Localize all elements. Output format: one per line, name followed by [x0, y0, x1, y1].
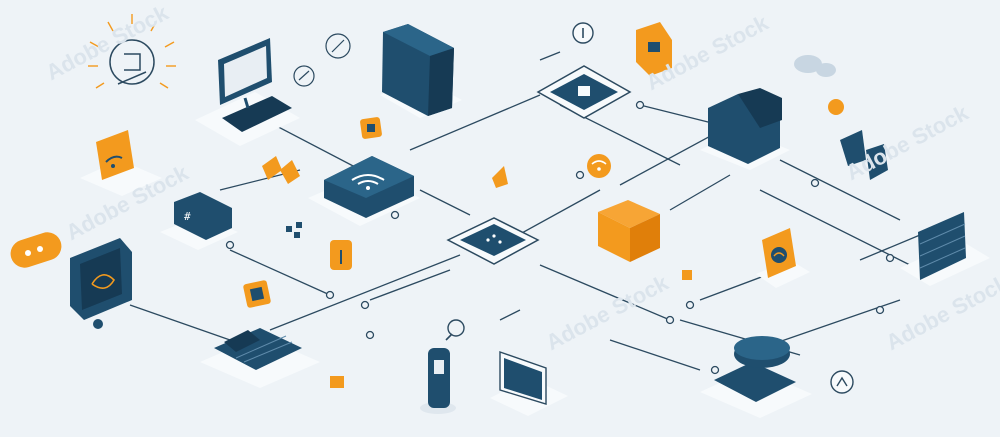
orange-dot-icon	[828, 99, 844, 115]
svg-text:#: #	[184, 210, 191, 223]
leaf-icon	[293, 33, 351, 87]
wifi-badge-icon	[587, 154, 611, 178]
key-icon	[330, 240, 352, 270]
plug-icon	[286, 222, 302, 238]
orange-square-inner	[249, 286, 265, 302]
info-icon	[572, 22, 594, 44]
tablet-top	[536, 65, 632, 119]
orange-small-cube	[682, 270, 692, 280]
laptop-bottom	[490, 351, 568, 416]
solar-panel-right	[900, 212, 990, 286]
orange-chip-icon	[330, 376, 344, 388]
wifi-router-center	[308, 156, 420, 226]
toggle-pill-icon	[10, 232, 62, 268]
server-box-top	[380, 24, 462, 118]
lock-tile	[636, 22, 672, 76]
phone-bottom	[420, 348, 456, 414]
puzzle-icon	[262, 156, 300, 184]
connection-lines	[129, 51, 921, 371]
network-switch-center	[446, 217, 540, 265]
shield-icon	[360, 117, 382, 139]
printer-right	[700, 88, 790, 170]
cloud-icon	[794, 55, 836, 77]
connection-nodes	[225, 100, 895, 375]
keyboard-bottom-right	[700, 336, 812, 418]
orange-cube	[598, 200, 660, 262]
desktop-monitor	[195, 38, 300, 146]
idea-bulb-icon	[88, 14, 176, 89]
wifi-card-left	[80, 130, 162, 196]
speech-bubble-screen	[70, 238, 132, 329]
controller-left: #	[160, 192, 238, 250]
keyboard-bottom-left	[200, 328, 320, 388]
info-badge-icon	[830, 370, 854, 394]
search-icon	[445, 319, 465, 341]
wifi-tile-right	[756, 228, 810, 288]
arrow-icon	[492, 166, 508, 188]
chat-bubble-icon	[840, 130, 888, 180]
